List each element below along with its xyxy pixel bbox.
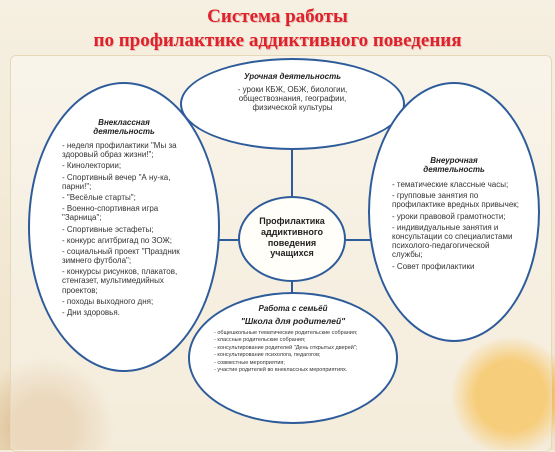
list-item: - участие родителей во внеклассных мероп… [214,367,348,374]
center-line-2: аддиктивного [260,226,323,237]
family-heading: Работа с семьёй [258,304,328,313]
list-item: - конкурсы рисунков, плакатов, стенгазет… [62,267,178,295]
list-item: - Спортивный вечер "А ну-ка, парни!"; [62,172,171,191]
list-item: - Совет профилактики [392,261,475,271]
center-line-3: поведения [267,237,317,248]
oval-lessons: Урочная деятельность - уроки КБЖ, ОБЖ, б… [180,58,405,150]
title-line-2: по профилактике аддиктивного поведения [93,30,462,51]
list-item: - Спортивные эстафеты; [62,224,154,234]
list-item: - тематические классные часы; [392,180,509,189]
oval-out-of-class: Внеурочная деятельность - тематические к… [368,82,540,342]
list-item: - консультирование психолога, педагогов; [214,352,321,359]
list-item: - социальный проект "Праздник зимнего фу… [62,246,180,266]
extracurricular-heading-2: деятельность [93,127,155,136]
list-item: - групповые занятия по профилактике вред… [392,191,520,210]
list-item: - неделя профилактики "Мы за здоровый об… [62,141,177,160]
extracurricular-list: - неделя профилактики "Мы за здоровый об… [30,136,218,317]
list-item: - Кинолектории; [62,161,122,171]
out-of-class-list: - тематические классные часы; - групповы… [370,174,538,271]
oval-center [238,196,346,282]
lessons-text: - уроки КБЖ, ОБЖ, биологии, обществознан… [237,85,348,113]
lessons-heading: Урочная деятельность [244,72,341,81]
family-subheading: "Школа для родителей" [240,316,346,326]
out-of-class-heading-1: Внеурочная [430,156,478,165]
list-item: - Военно-спортивная игра "Зарница"; [62,204,159,223]
list-item: - походы выходного дня; [62,296,154,306]
extracurricular-heading-1: Внеклассная [98,118,150,127]
list-item: - конкурс агитбригад по ЗОЖ; [62,235,172,245]
list-item: - общешкольные тематические родительские… [214,330,358,336]
list-item: - "Весёлые старты"; [62,192,136,202]
list-item: - консультирование родителей "День откры… [214,344,358,351]
center-line-1: Профилактика [259,216,325,226]
oval-extracurricular: Внеклассная деятельность - неделя профил… [28,82,220,372]
list-item: - индивидуальные занятия и консультации … [392,222,513,260]
out-of-class-heading-2: деятельность [423,165,485,174]
list-item: - уроки правовой грамотности; [392,211,506,221]
list-item: - Дни здоровья. [62,308,120,317]
center-line-4: учащихся [270,248,314,259]
list-item: - классные родительские собрания; [214,337,306,344]
title-line-1: Система работы [207,6,348,27]
family-list: - общешкольные тематические родительские… [190,326,396,375]
list-item: - совместные мероприятия; [214,359,285,366]
center-label: Профилактика аддиктивного поведения учащ… [242,216,342,259]
oval-family-work: Работа с семьёй "Школа для родителей" - … [188,292,398,424]
